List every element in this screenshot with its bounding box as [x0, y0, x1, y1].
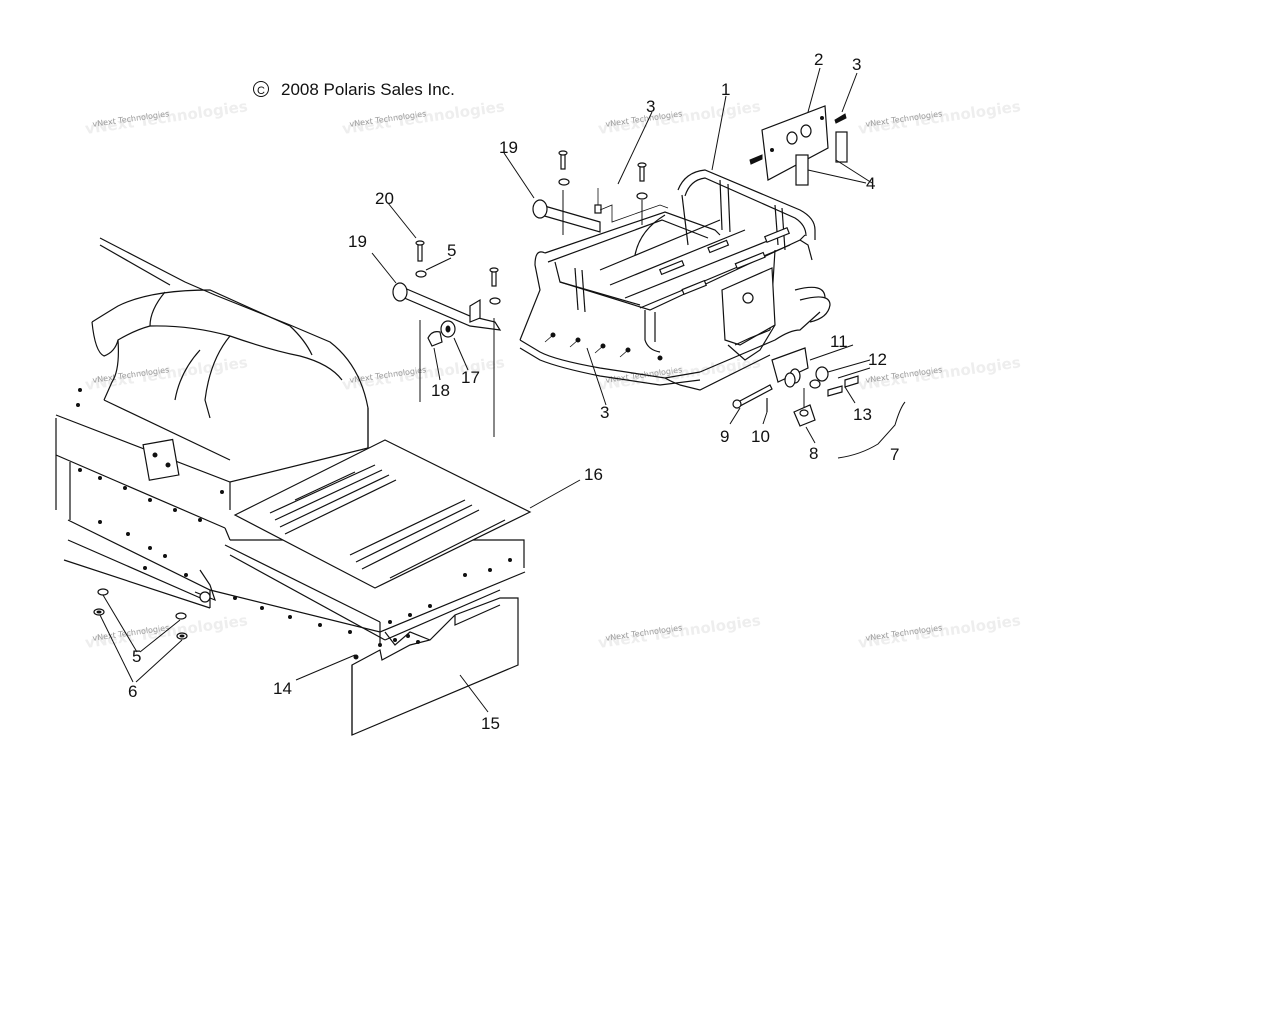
- rear-rack-frame: [519, 169, 831, 391]
- callout-10: 10: [751, 427, 770, 446]
- callout-2: 2: [814, 50, 823, 69]
- callout-3: 3: [646, 97, 655, 116]
- callout-9: 9: [720, 427, 729, 446]
- callout-7: 7: [890, 445, 899, 464]
- callout-4: 4: [866, 174, 875, 193]
- hitch-bracket-11: [771, 347, 809, 383]
- decal-4b: [835, 131, 848, 163]
- snowmobile-seat-body: [55, 237, 369, 558]
- callout-19: 19: [348, 232, 367, 251]
- snow-flap: [351, 597, 519, 736]
- callout-6: 6: [128, 682, 137, 701]
- bolt-20: [417, 242, 423, 262]
- decal-4a: [795, 154, 809, 186]
- cap-nut-18: [427, 331, 443, 347]
- copyright-text: 2008 Polaris Sales Inc.: [281, 80, 455, 99]
- watermark: vNext Technologies vNext Technologies: [597, 353, 762, 394]
- copyright-notice: C 2008 Polaris Sales Inc.: [253, 80, 455, 99]
- callout-14: 14: [273, 679, 292, 698]
- bushing-right: [532, 199, 548, 219]
- callout-12: 12: [868, 350, 887, 369]
- watermark: vNext Technologies vNext Technologies: [597, 611, 762, 652]
- seat-latch-plate: [142, 438, 180, 481]
- callout-16: 16: [584, 465, 603, 484]
- tunnel: [63, 519, 526, 645]
- callout-3: 3: [852, 55, 861, 74]
- callout-19: 19: [499, 138, 518, 157]
- copyright-circle: [253, 81, 269, 97]
- watermark: vNext Technologies vNext Technologies: [341, 97, 506, 138]
- nut-washer-set: [93, 588, 188, 640]
- callout-8: 8: [809, 444, 818, 463]
- rear-plate-assembly: [749, 105, 848, 186]
- rack-mount-plate: [721, 267, 776, 346]
- callout-11: 11: [830, 332, 848, 351]
- bushing-left: [392, 282, 408, 302]
- callout-18: 18: [431, 381, 450, 400]
- watermark: vNext Technologies vNext Technologies: [597, 97, 762, 138]
- crossbar-assembly: [392, 150, 669, 437]
- watermark: vNext Technologies vNext Technologies: [857, 97, 1022, 138]
- callout-1: 1: [721, 80, 730, 99]
- callout-15: 15: [481, 714, 500, 733]
- callout-3: 3: [600, 403, 609, 422]
- watermark: vNext Technologies vNext Technologies: [84, 353, 249, 394]
- watermark: vNext Technologies vNext Technologies: [84, 97, 249, 138]
- leader-lines: [99, 67, 873, 713]
- hitch-assembly: [732, 347, 906, 459]
- callout-20: 20: [375, 189, 394, 208]
- callout-17: 17: [461, 368, 480, 387]
- callout-13: 13: [853, 405, 872, 424]
- watermarks: vNext Technologies vNext Technologies vN…: [84, 97, 1022, 652]
- callout-5: 5: [447, 241, 456, 260]
- copyright-symbol-letter: C: [257, 85, 265, 97]
- watermark: vNext Technologies vNext Technologies: [857, 611, 1022, 652]
- callout-5: 5: [132, 647, 141, 666]
- callouts: 1 2 3 3 3 4 5 5 6 7 8 9 10 11 12 13 14 1…: [128, 50, 899, 733]
- watermark: vNext Technologies vNext Technologies: [341, 353, 506, 394]
- rear-deck-panel: [233, 439, 532, 589]
